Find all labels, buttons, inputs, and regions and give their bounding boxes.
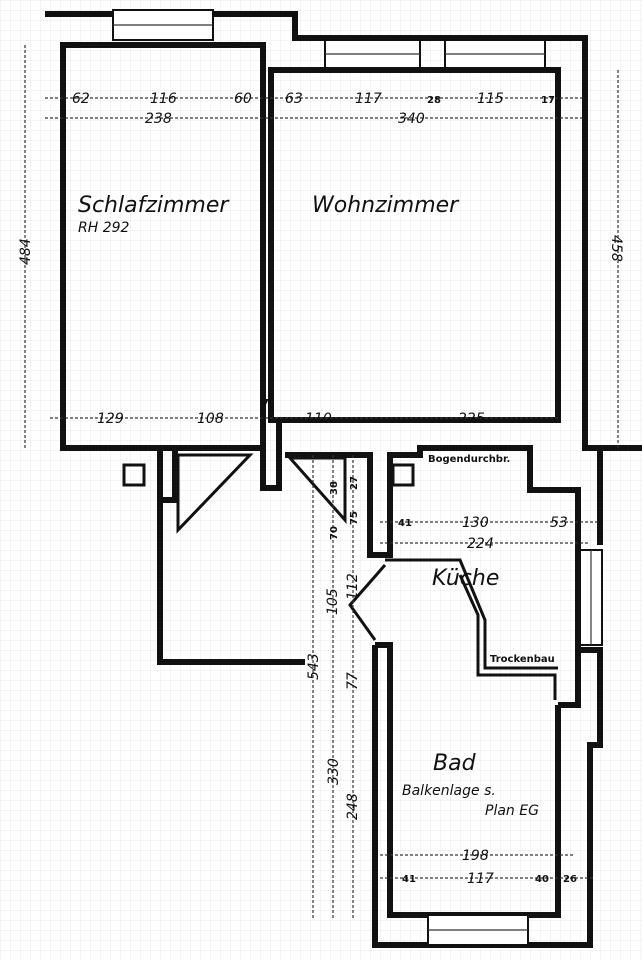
room-note-schlafzimmer: RH 292 (78, 220, 130, 236)
dim-top: 62 (72, 91, 90, 107)
dim-bath: 26 (563, 874, 577, 885)
dim-bath-total: 198 (462, 848, 489, 864)
label-trockenbau: Trockenbau (490, 654, 555, 665)
room-name-bad: Bad (433, 751, 477, 776)
label-bogendurchbruch: Bogendurchbr. (428, 454, 510, 465)
dim-top: 115 (477, 91, 504, 107)
windows (112, 9, 603, 946)
dim-hall: 543 (306, 653, 322, 680)
room-name-schlafzimmer: Schlafzimmer (78, 193, 230, 218)
dim-bath: 117 (467, 871, 494, 887)
dim-bottom: 129 (97, 411, 124, 427)
room-name-wohnzimmer: Wohnzimmer (312, 193, 460, 218)
dim-kitchen: 41 (398, 518, 412, 529)
dim-hall: 38 (329, 481, 340, 495)
dim-kitchen: 53 (550, 515, 568, 531)
dim-top: 116 (150, 91, 177, 107)
dim-hall: 75 (349, 511, 360, 525)
dim-hall: 77 (345, 672, 361, 690)
dim-top: 60 (234, 91, 252, 107)
dim-top-total: 340 (398, 111, 425, 127)
dim-hall: 105 (325, 588, 341, 615)
dim-top-total: 238 (145, 111, 172, 127)
dim-hall: 248 (345, 793, 361, 820)
dim-bottom: 110 (305, 411, 332, 427)
walls (45, 11, 642, 948)
room-note-bad-1: Balkenlage s. (402, 783, 496, 799)
dim-hall: 112 (345, 573, 361, 600)
dim-top: 63 (285, 91, 303, 107)
dim-right-height: 458 (608, 235, 624, 262)
dim-bottom: 7 (262, 398, 269, 409)
dim-bottom: 225 (458, 411, 485, 427)
dimension-labels: 484 458 62 116 60 63 117 28 115 17 238 3… (18, 91, 624, 887)
room-labels: Schlafzimmer RH 292 Wohnzimmer Küche Bad… (78, 193, 555, 819)
wohnzimmer-walls (268, 67, 561, 423)
room-name-kueche: Küche (432, 566, 499, 591)
dim-bath: 41 (402, 874, 416, 885)
dim-top: 17 (541, 95, 555, 106)
dim-left-height: 484 (18, 238, 34, 265)
dimension-lines (24, 45, 619, 918)
room-note-bad-2: Plan EG (485, 803, 539, 819)
dim-bath: 40 (535, 874, 549, 885)
dim-kitchen: 130 (462, 515, 489, 531)
dim-bottom: 108 (197, 411, 224, 427)
dim-hall: 27 (349, 476, 360, 490)
dim-hall: 70 (329, 526, 340, 540)
dim-kitchen-total: 224 (467, 536, 494, 552)
dim-top: 117 (355, 91, 382, 107)
dim-hall: 330 (326, 758, 342, 785)
dim-top: 28 (427, 95, 441, 106)
